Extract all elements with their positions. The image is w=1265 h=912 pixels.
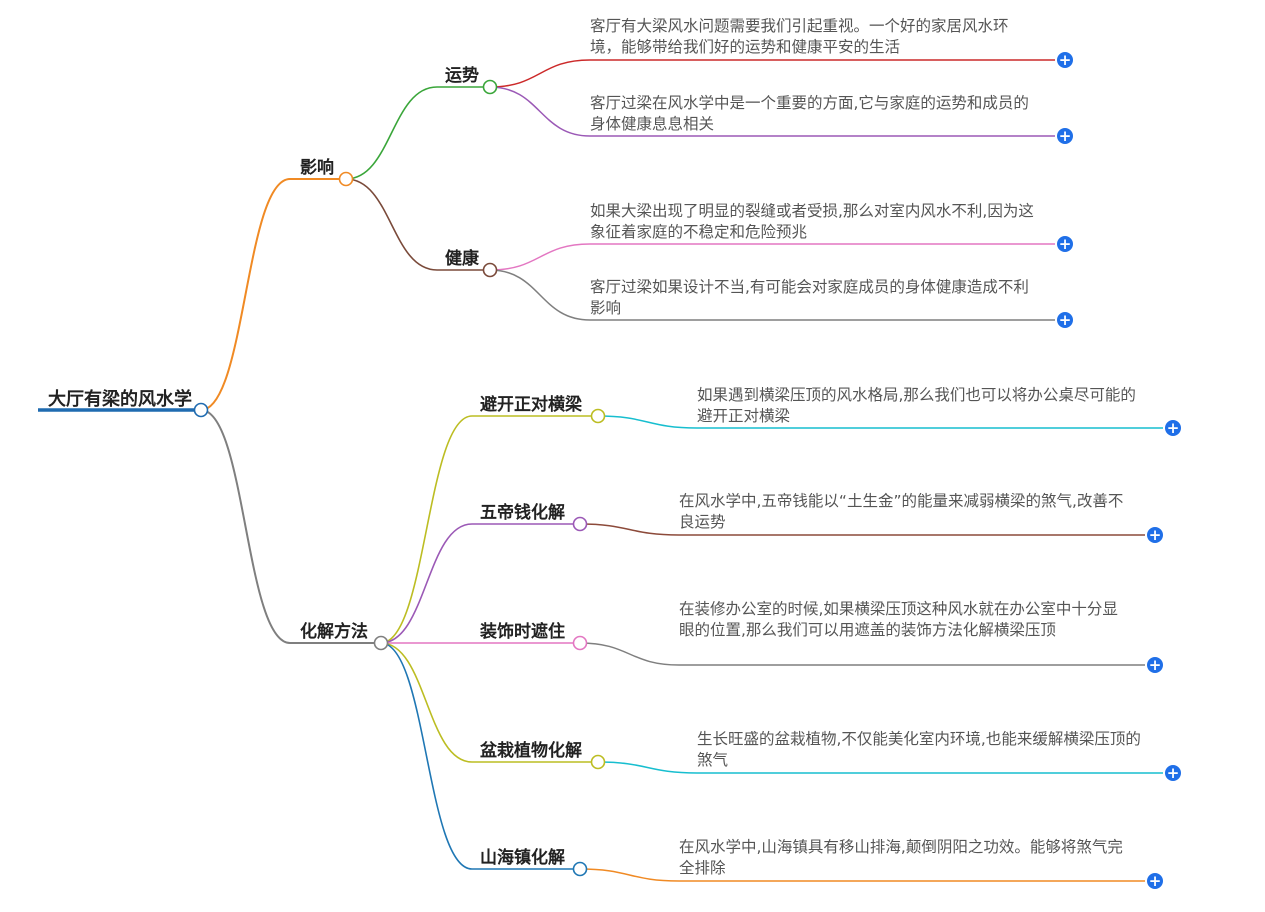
subbranch-topic[interactable]: 避开正对横梁 <box>480 395 582 415</box>
subbranch-connector <box>345 86 438 180</box>
leaf-connector <box>489 243 1055 271</box>
branch-topic[interactable]: 化解方法 <box>300 622 368 642</box>
subbranch-collapse-toggle[interactable] <box>572 861 588 877</box>
expand-plus-icon[interactable]: + <box>1147 656 1163 674</box>
leaf-connector <box>579 642 1145 666</box>
subbranch-connector <box>380 523 473 644</box>
subbranch-collapse-toggle[interactable] <box>482 262 498 278</box>
root-topic[interactable]: 大厅有梁的风水学 <box>48 389 192 410</box>
leaf-connector <box>489 86 1055 137</box>
expand-plus-icon[interactable]: + <box>1057 311 1073 329</box>
leaf-text: 在装修办公室的时候,如果横梁压顶这种风水就在办公室中十分显眼的位置,那么我们可以… <box>679 600 1118 639</box>
expand-plus-icon[interactable]: + <box>1147 526 1163 544</box>
leaf-connector <box>597 415 1163 429</box>
branch-connector <box>200 409 291 644</box>
expand-plus-icon[interactable]: + <box>1057 127 1073 145</box>
subbranch-topic[interactable]: 健康 <box>445 249 479 269</box>
subbranch-connector <box>380 642 473 763</box>
subbranch-collapse-toggle[interactable] <box>590 754 606 770</box>
leaf-text: 在风水学中,五帝钱能以“土生金”的能量来减弱横梁的煞气,改善不良运势 <box>679 492 1124 531</box>
leaf-text: 在风水学中,山海镇具有移山排海,颠倒阴阳之功效。能够将煞气完全排除 <box>679 838 1123 877</box>
leaf-text: 客厅过梁在风水学中是一个重要的方面,它与家庭的运势和成员的身体健康息息相关 <box>590 94 1029 133</box>
branch-topic[interactable]: 影响 <box>300 158 334 178</box>
leaf-connector <box>579 868 1145 882</box>
expand-plus-icon[interactable]: + <box>1165 764 1181 782</box>
subbranch-connector <box>345 178 438 271</box>
leaf-connector <box>489 269 1055 321</box>
subbranch-collapse-toggle[interactable] <box>590 408 606 424</box>
leaf-text: 客厅有大梁风水问题需要我们引起重视。一个好的家居风水环境，能够带给我们好的运势和… <box>590 17 1009 56</box>
leaf-text: 生长旺盛的盆栽植物,不仅能美化室内环境,也能来缓解横梁压顶的煞气 <box>697 730 1141 769</box>
expand-plus-icon[interactable]: + <box>1057 51 1073 69</box>
leaf-connector <box>579 523 1145 536</box>
branch-connector <box>200 178 291 411</box>
subbranch-topic[interactable]: 五帝钱化解 <box>480 503 565 523</box>
subbranch-topic[interactable]: 盆栽植物化解 <box>480 741 582 761</box>
expand-plus-icon[interactable]: + <box>1165 419 1181 437</box>
subbranch-collapse-toggle[interactable] <box>572 635 588 651</box>
subbranch-topic[interactable]: 山海镇化解 <box>480 848 565 868</box>
leaf-text: 客厅过梁如果设计不当,有可能会对家庭成员的身体健康造成不利影响 <box>590 278 1029 317</box>
root-collapse-toggle[interactable] <box>193 402 209 418</box>
subbranch-topic[interactable]: 装饰时遮住 <box>480 622 565 642</box>
leaf-connector <box>489 59 1055 88</box>
subbranch-collapse-toggle[interactable] <box>482 79 498 95</box>
subbranch-connector <box>380 415 473 644</box>
subbranch-topic[interactable]: 运势 <box>445 66 479 86</box>
branch-collapse-toggle[interactable] <box>338 171 354 187</box>
branch-collapse-toggle[interactable] <box>373 635 389 651</box>
leaf-text: 如果大梁出现了明显的裂缝或者受损,那么对室内风水不利,因为这象征着家庭的不稳定和… <box>590 202 1034 241</box>
leaf-connector <box>597 761 1163 774</box>
subbranch-collapse-toggle[interactable] <box>572 516 588 532</box>
expand-plus-icon[interactable]: + <box>1057 235 1073 253</box>
leaf-text: 如果遇到横梁压顶的风水格局,那么我们也可以将办公桌尽可能的避开正对横梁 <box>697 386 1136 425</box>
subbranch-connector <box>380 642 473 870</box>
expand-plus-icon[interactable]: + <box>1147 872 1163 890</box>
